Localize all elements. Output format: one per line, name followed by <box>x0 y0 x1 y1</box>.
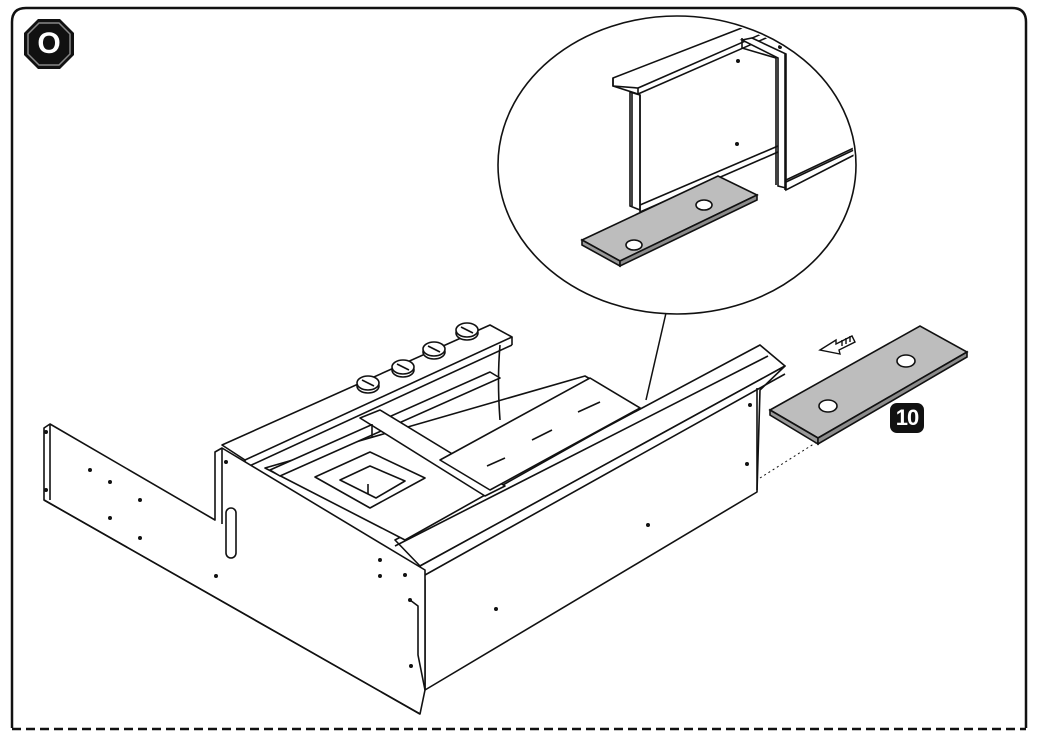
arrow-left-icon <box>818 335 856 355</box>
alignment-guide <box>759 439 821 479</box>
detail-callout <box>497 15 857 315</box>
cabinet-assembly <box>43 322 786 715</box>
step-badge-octagon <box>24 19 74 69</box>
part-number-badge: 10 <box>890 403 924 433</box>
screw-holes <box>44 403 752 668</box>
page-frame <box>10 6 1028 728</box>
step-label: O <box>37 27 61 60</box>
callout-leader <box>645 312 667 401</box>
control-knobs <box>356 322 479 394</box>
part-10-plate <box>768 325 969 446</box>
